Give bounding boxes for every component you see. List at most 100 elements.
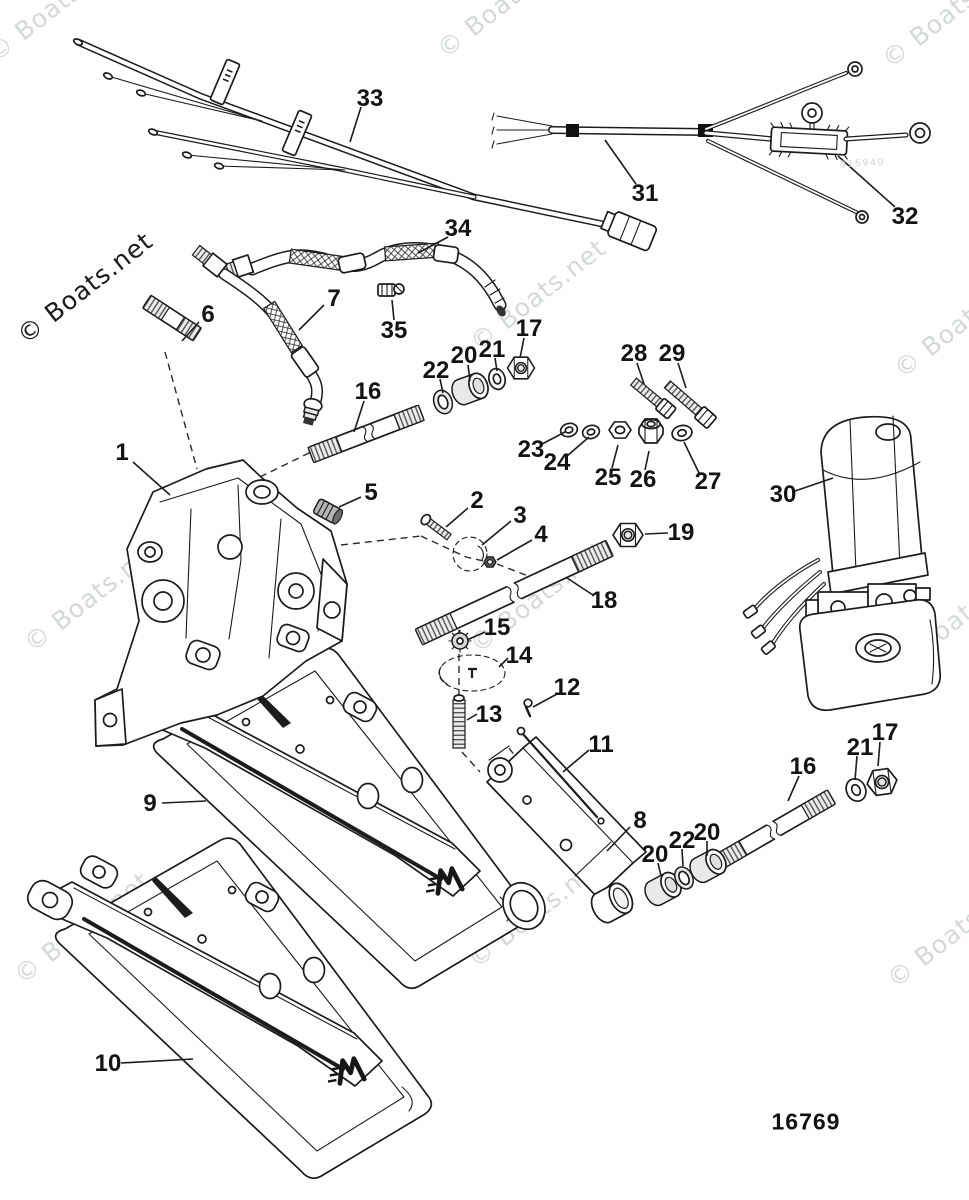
callout-leader xyxy=(636,362,645,385)
callout-17: 17 xyxy=(516,315,542,359)
callout-27: 27 xyxy=(683,441,722,495)
callout-20: 20 xyxy=(694,819,721,856)
callout-18: 18 xyxy=(566,577,618,614)
anchor-rod-11 xyxy=(516,726,605,825)
pin-12 xyxy=(523,698,533,718)
callout-label: 15 xyxy=(484,614,511,641)
locknut-17-upper xyxy=(506,356,536,380)
callout-label: 30 xyxy=(770,481,797,508)
callout-leader xyxy=(338,496,362,508)
callout-leader xyxy=(837,155,896,208)
bolt-28 xyxy=(629,377,677,420)
callout-label: 7 xyxy=(327,285,340,312)
callout-17: 17 xyxy=(872,719,899,767)
callout-leader xyxy=(349,106,362,143)
callout-20: 20 xyxy=(642,841,668,877)
callout-16: 16 xyxy=(353,378,381,433)
callout-31: 31 xyxy=(604,139,658,207)
star-nut-15 xyxy=(448,629,472,653)
wiring-harness-33 xyxy=(72,38,658,252)
pivot-pin-16-upper xyxy=(307,404,425,464)
callout-10: 10 xyxy=(95,1050,194,1077)
stud-6 xyxy=(141,294,203,342)
callout-leader xyxy=(541,431,566,445)
callout-label: 25 xyxy=(595,464,622,491)
screw-13 xyxy=(452,694,466,749)
callout-label: 34 xyxy=(445,215,472,242)
hydraulic-hose-34 xyxy=(219,242,507,317)
callout-leader xyxy=(611,444,619,469)
washer-23 xyxy=(559,422,579,438)
callout-19: 19 xyxy=(644,519,695,546)
pivot-pin-16-lower xyxy=(712,789,837,871)
callout-33: 33 xyxy=(349,85,384,143)
callout-label: 32 xyxy=(892,203,919,230)
callout-label: 27 xyxy=(695,468,722,495)
callout-16: 16 xyxy=(787,753,817,802)
transom-bracket xyxy=(94,459,348,747)
callout-label: 19 xyxy=(668,519,695,546)
callout-leader xyxy=(353,400,365,433)
callout-label: 3 xyxy=(513,502,526,529)
drawing-number: 16769 xyxy=(771,1108,841,1135)
callout-21: 21 xyxy=(847,734,873,781)
callout-leader xyxy=(566,577,594,596)
callout-leader xyxy=(445,507,469,528)
callout-26: 26 xyxy=(630,450,657,493)
callout-label: 22 xyxy=(669,827,696,854)
callout-15: 15 xyxy=(466,614,511,641)
callout-13: 13 xyxy=(466,701,502,728)
wiring-harness-31-32 xyxy=(491,61,931,224)
tilt-shaft-18 xyxy=(414,539,614,646)
callout-leader xyxy=(494,357,498,372)
callout-leader xyxy=(498,657,509,668)
callout-35: 35 xyxy=(381,299,407,344)
callout-leader xyxy=(120,1058,194,1064)
callout-leader xyxy=(439,378,444,394)
callout-22: 22 xyxy=(423,357,450,394)
nut-4 xyxy=(483,556,497,568)
callout-label: 4 xyxy=(534,521,548,548)
callout-label: 6 xyxy=(201,301,214,328)
callout-label: 21 xyxy=(479,336,506,363)
callout-leader xyxy=(161,800,207,804)
hose-clamp-35 xyxy=(377,283,405,297)
callout-6: 6 xyxy=(181,301,215,342)
callout-leader xyxy=(794,477,834,492)
callout-9: 9 xyxy=(143,790,207,817)
callout-leader xyxy=(644,450,650,471)
callout-label: 8 xyxy=(633,807,646,834)
callout-leader xyxy=(466,713,478,721)
callout-label: 28 xyxy=(621,340,648,367)
callout-leader xyxy=(644,532,669,535)
callout-11: 11 xyxy=(562,731,614,773)
callout-14: 14 xyxy=(498,642,533,669)
callout-label: 26 xyxy=(630,466,657,493)
callout-label: 18 xyxy=(591,587,618,614)
callout-label: 33 xyxy=(357,85,384,112)
callout-label: 20 xyxy=(694,819,721,846)
bushing-5 xyxy=(312,498,344,525)
callout-label: 12 xyxy=(554,674,581,701)
callout-5: 5 xyxy=(338,479,378,508)
callout-label: 22 xyxy=(423,357,450,384)
callout-layer: 1234567891011121314151616171718192020202… xyxy=(95,85,919,1077)
callout-label: 17 xyxy=(872,719,899,746)
trim-pump-30 xyxy=(742,415,942,712)
callout-2: 2 xyxy=(445,487,484,528)
callout-label: 1 xyxy=(115,439,128,466)
callout-30: 30 xyxy=(770,477,834,508)
callout-21: 21 xyxy=(479,336,506,372)
callout-leader xyxy=(496,539,533,561)
callout-24: 24 xyxy=(544,436,590,476)
callout-leader xyxy=(532,693,558,708)
washer-21-lower xyxy=(845,777,867,803)
callout-12: 12 xyxy=(532,674,581,708)
callout-label: 16 xyxy=(790,753,817,780)
callout-leader xyxy=(854,755,858,781)
callout-leader xyxy=(466,631,486,641)
callout-leader xyxy=(481,520,512,546)
hydraulic-hose-7 xyxy=(191,244,405,426)
callout-34: 34 xyxy=(417,215,472,254)
